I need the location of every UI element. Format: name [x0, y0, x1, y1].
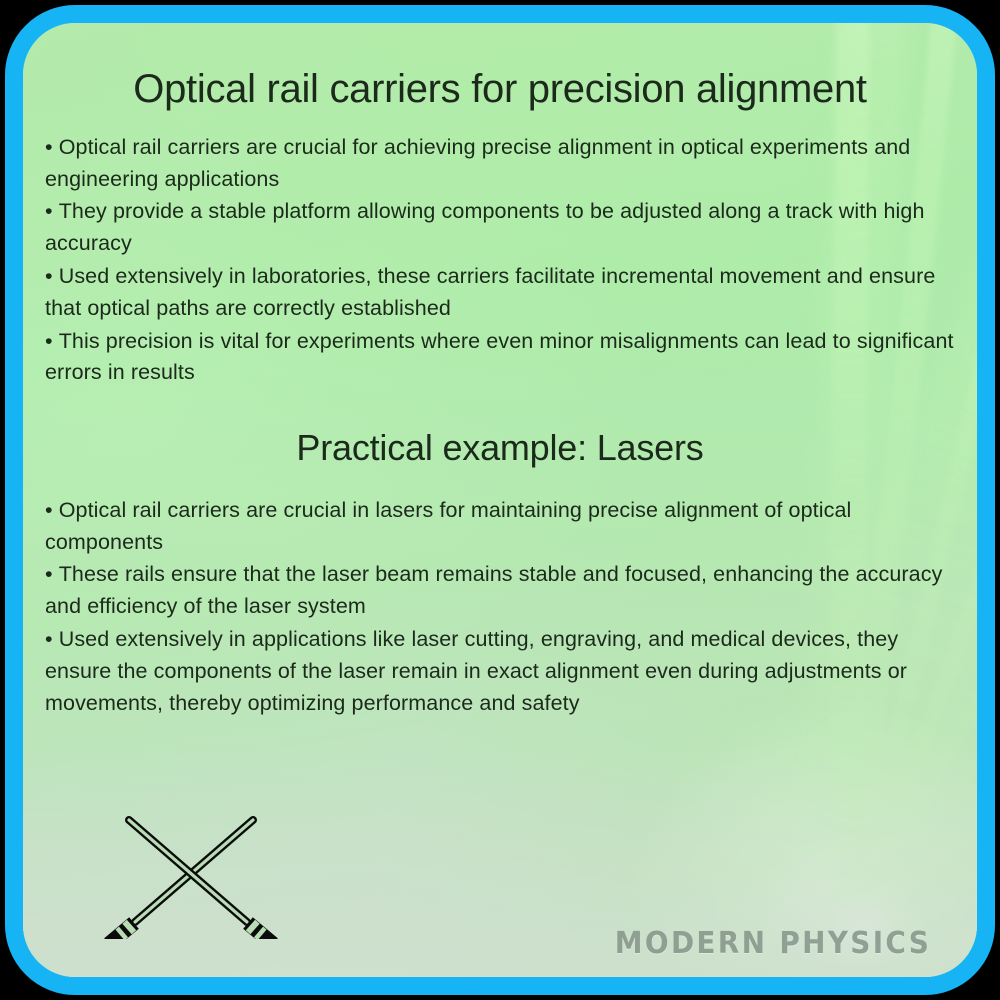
list-item: Optical rail carriers are crucial in las… [45, 495, 955, 559]
page-title: Optical rail carriers for precision alig… [133, 67, 867, 111]
saber-right [125, 816, 278, 950]
list-item: These rails ensure that the laser beam r… [45, 559, 955, 623]
secondary-bullet-list: Optical rail carriers are crucial in las… [45, 495, 955, 720]
section-title: Practical example: Lasers [296, 427, 704, 469]
crossed-lightsabers-icon [101, 809, 281, 950]
list-item: Optical rail carriers are crucial for ac… [45, 132, 955, 196]
list-item: Used extensively in laboratories, these … [45, 261, 955, 325]
watermark-label: MODERN PHYSICS [614, 926, 931, 961]
list-item: Used extensively in applications like la… [45, 624, 955, 719]
saber-left [104, 816, 257, 950]
slide-content: Optical rail carriers for precision alig… [23, 23, 977, 977]
list-item: This precision is vital for experiments … [45, 326, 955, 390]
slide-frame: Optical rail carriers for precision alig… [5, 5, 995, 995]
primary-bullet-list: Optical rail carriers are crucial for ac… [45, 132, 955, 390]
list-item: They provide a stable platform allowing … [45, 196, 955, 260]
slide-canvas: Optical rail carriers for precision alig… [23, 23, 977, 977]
